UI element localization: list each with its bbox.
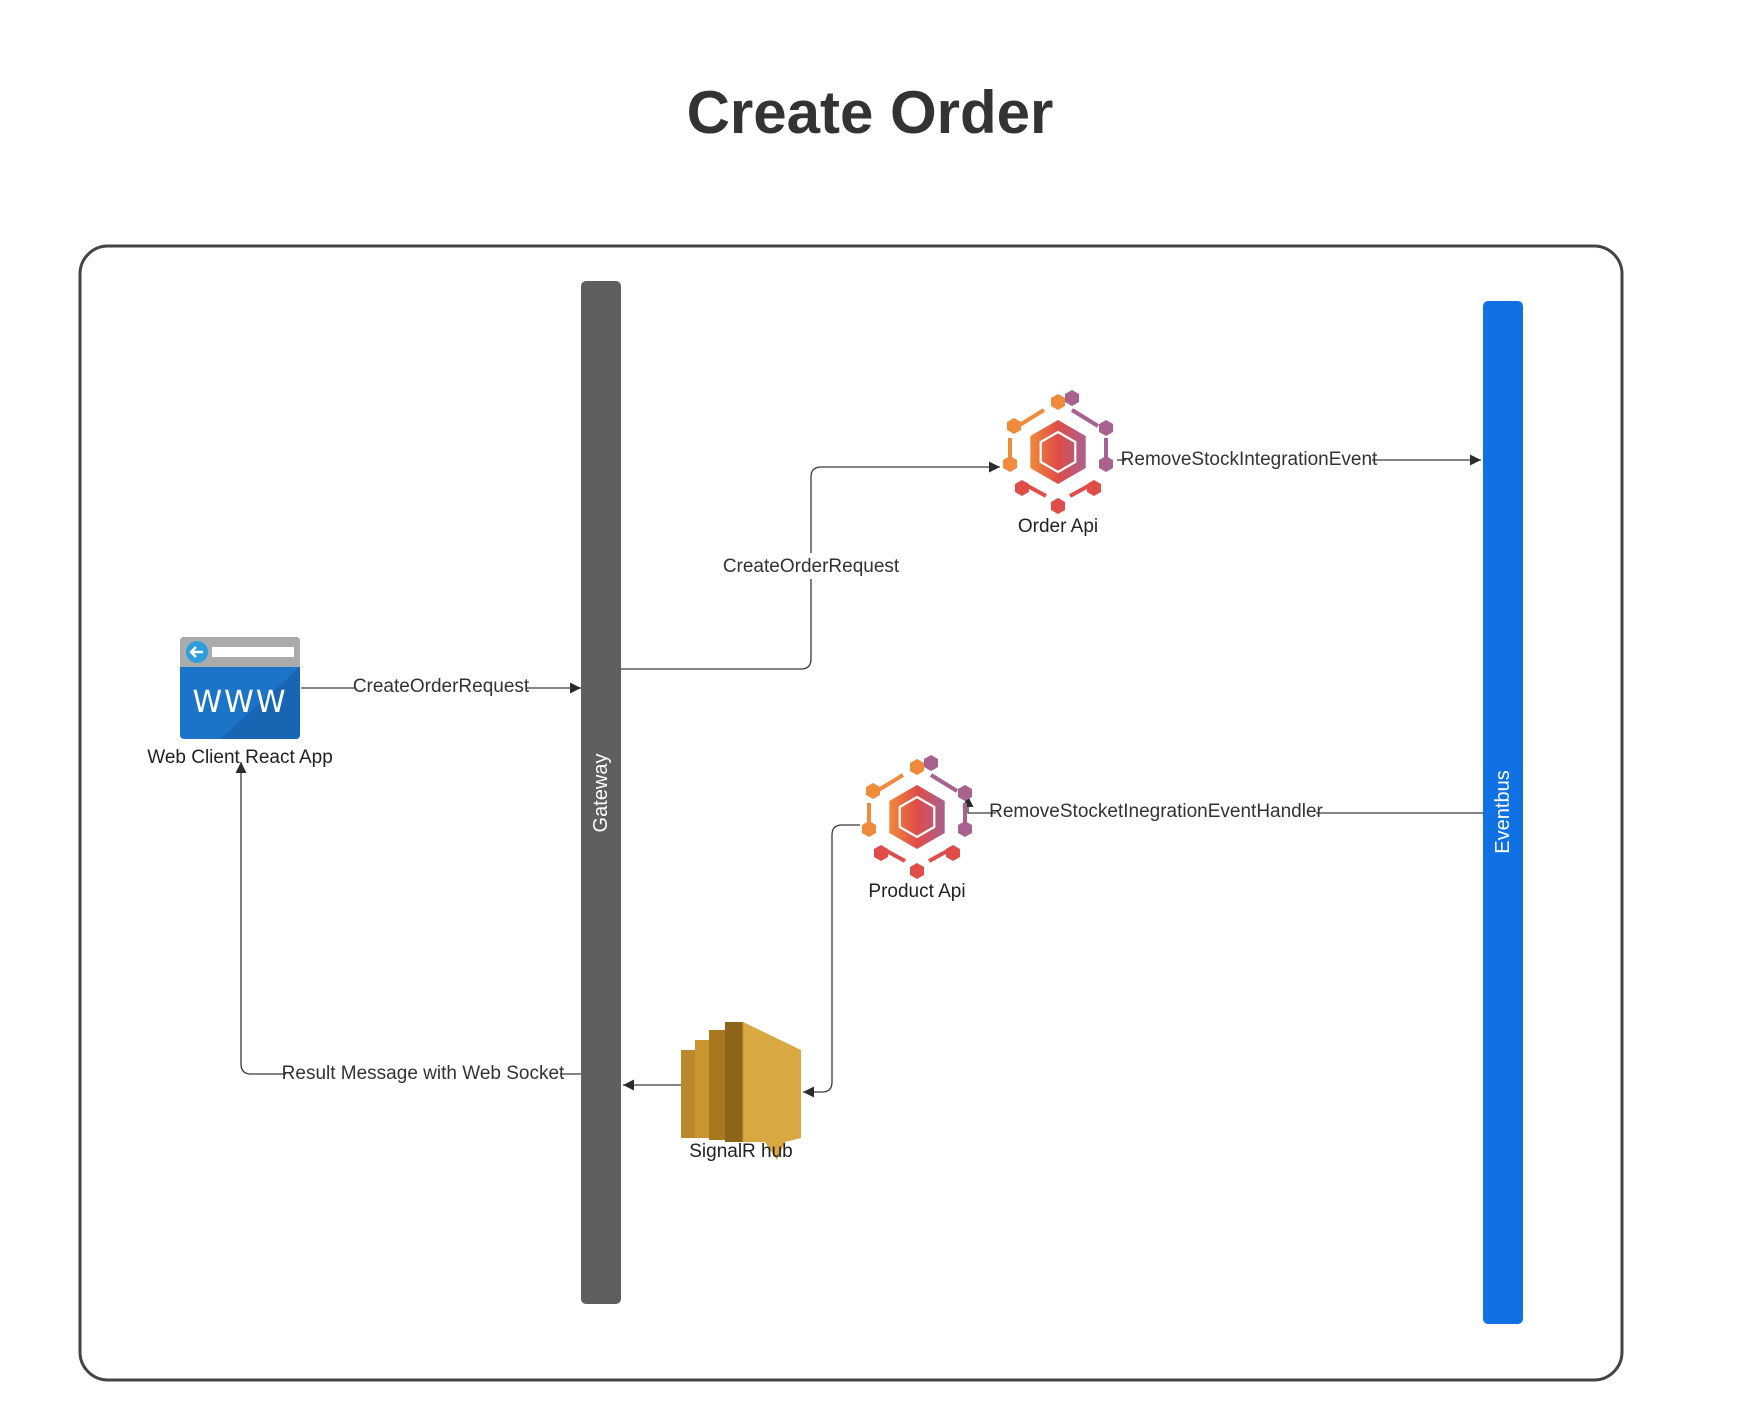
signalr-hub-node[interactable]: SignalR hub bbox=[681, 1022, 801, 1162]
edge-label-gateway-to-client: Result Message with Web Socket bbox=[282, 1063, 565, 1084]
hexagon-cluster-icon bbox=[860, 753, 974, 881]
signalr-hub-label: SignalR hub bbox=[689, 1141, 793, 1162]
svg-text:WWW: WWW bbox=[193, 685, 288, 720]
gateway-bar bbox=[581, 281, 621, 1304]
edge-product-to-signalr bbox=[803, 824, 860, 1098]
web-client-label: Web Client React App bbox=[147, 747, 333, 768]
signalr-stack-icon bbox=[681, 1022, 801, 1160]
eventbus-bar bbox=[1483, 301, 1523, 1324]
diagram-title: Create Order bbox=[687, 79, 1054, 146]
eventbus-label: Eventbus bbox=[1492, 770, 1514, 853]
edge-label-order-to-eventbus: RemoveStockIntegrationEvent bbox=[1121, 449, 1378, 470]
product-api-node[interactable]: Product Api bbox=[860, 753, 974, 902]
edge-label-gateway-to-order: CreateOrderRequest bbox=[723, 556, 900, 577]
order-api-label: Order Api bbox=[1018, 516, 1098, 537]
hexagon-cluster-icon bbox=[1001, 388, 1115, 516]
order-api-node[interactable]: Order Api bbox=[1001, 388, 1115, 537]
edge-gateway-to-client bbox=[235, 762, 581, 1075]
gateway-node[interactable]: Gateway bbox=[581, 281, 621, 1304]
edge-label-client-to-gateway: CreateOrderRequest bbox=[353, 676, 530, 697]
www-browser-icon: WWW bbox=[180, 637, 300, 739]
edge-label-eventbus-to-product: RemoveStocketInegrationEventHandler bbox=[989, 801, 1323, 822]
web-client-node[interactable]: WWW Web Client React App bbox=[147, 637, 333, 768]
gateway-label: Gateway bbox=[590, 754, 612, 833]
outer-frame bbox=[78, 244, 1624, 1382]
product-api-label: Product Api bbox=[868, 881, 965, 902]
eventbus-node[interactable]: Eventbus bbox=[1483, 301, 1523, 1324]
